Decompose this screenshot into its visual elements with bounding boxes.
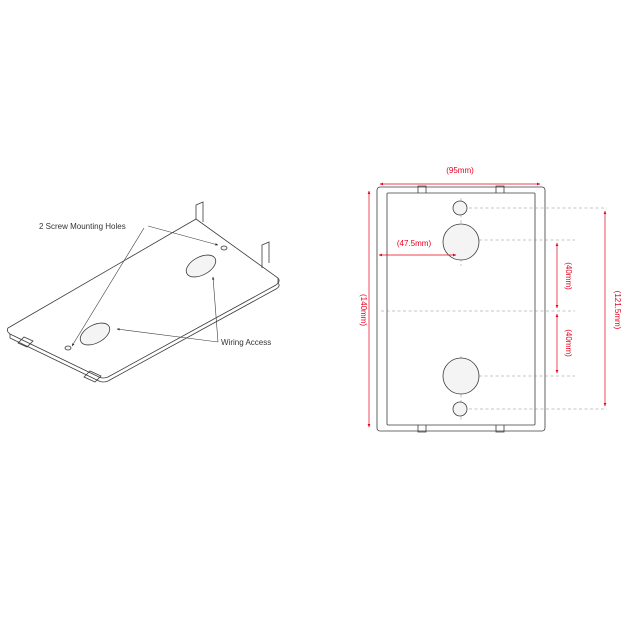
top-tab-right <box>495 185 505 193</box>
leader-wiring-upper <box>212 276 219 343</box>
hole-spacing-label: (121.5mm) <box>613 291 622 330</box>
width-dimension-label: (95mm) <box>446 166 474 175</box>
screw-hole-upper <box>220 245 228 251</box>
callout-wiring-access: Wiring Access <box>221 338 271 347</box>
wiring-hole-lower <box>79 322 111 346</box>
callout-mounting-holes: 2 Screw Mounting Holes <box>39 222 126 231</box>
isometric-view: 2 Screw Mounting Holes Wiring Access <box>6 201 280 383</box>
offset-dimension-label: (47.5mm) <box>397 239 432 248</box>
bottom-tab-left <box>417 425 427 433</box>
upper-spacing-label: (40mm) <box>564 262 573 290</box>
screw-hole-top <box>452 200 468 216</box>
leader-screw-lower <box>71 227 145 347</box>
bottom-tab-right <box>495 425 505 433</box>
wiring-hole-upper <box>185 254 217 278</box>
mounting-tabs <box>17 201 270 383</box>
wiring-hole-top <box>442 223 480 261</box>
screw-hole-lower <box>64 345 72 351</box>
leader-wiring-lower <box>116 328 219 343</box>
wiring-hole-bottom <box>442 357 480 395</box>
lower-spacing-label: (40mm) <box>564 329 573 357</box>
plate-outline <box>6 218 280 383</box>
top-tab-left <box>417 185 427 193</box>
leader-screw-upper <box>147 225 219 246</box>
height-dimension-label: (140mm) <box>359 294 368 326</box>
screw-hole-bottom <box>452 401 468 417</box>
plate-outer-edge <box>376 186 546 432</box>
front-view: (95mm) (140mm) (47.5mm) (40mm) (40mm) (1… <box>359 166 622 433</box>
plate-inner-edge <box>386 192 536 426</box>
